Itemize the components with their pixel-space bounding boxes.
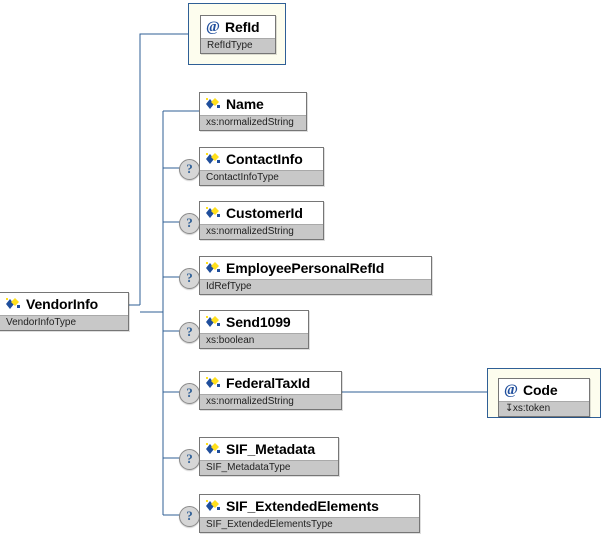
node-title: FederalTaxId (200, 372, 341, 394)
node-vendorinfo[interactable]: VendorInfo VendorInfoType (0, 292, 129, 331)
node-title: VendorInfo (0, 293, 128, 315)
node-label: RefId (224, 19, 260, 35)
node-type: RefIdType (201, 38, 275, 53)
node-title: SIF_ExtendedElements (200, 495, 419, 517)
node-label: Code (522, 382, 558, 398)
node-name[interactable]: Name xs:normalizedString (199, 92, 307, 131)
node-sif-metadata[interactable]: SIF_Metadata SIF_MetadataType (199, 437, 339, 476)
at-icon: @ (504, 382, 518, 398)
node-label: ContactInfo (226, 151, 303, 167)
element-icon (205, 152, 221, 166)
optional-badge-employeepersonalrefid: ? (179, 268, 200, 289)
attribute-frame-refid: @ RefId RefIdType (188, 3, 286, 65)
element-icon (205, 442, 221, 456)
node-title: SIF_Metadata (200, 438, 338, 460)
node-type: xs:normalizedString (200, 115, 306, 130)
node-label: EmployeePersonalRefId (226, 260, 385, 276)
node-employeepersonalrefid[interactable]: EmployeePersonalRefId IdRefType (199, 256, 432, 295)
element-icon (205, 376, 221, 390)
node-code[interactable]: @ Code ↧xs:token (498, 378, 590, 417)
node-refid[interactable]: @ RefId RefIdType (200, 15, 276, 54)
restriction-icon: ↧ (505, 403, 513, 414)
optional-badge-sif-metadata: ? (179, 449, 200, 470)
attribute-frame-code: @ Code ↧xs:token (487, 368, 601, 418)
node-type: VendorInfoType (0, 315, 128, 330)
element-icon (5, 297, 21, 311)
node-type: IdRefType (200, 279, 431, 294)
node-title: EmployeePersonalRefId (200, 257, 431, 279)
node-title: @ Code (499, 379, 589, 401)
node-type: xs:boolean (200, 333, 308, 348)
node-label: FederalTaxId (226, 375, 311, 391)
element-icon (205, 206, 221, 220)
node-type: SIF_ExtendedElementsType (200, 517, 419, 532)
element-icon (205, 315, 221, 329)
node-title: Name (200, 93, 306, 115)
element-icon (205, 261, 221, 275)
node-type: xs:normalizedString (200, 224, 323, 239)
node-title: @ RefId (201, 16, 275, 38)
node-type-text: xs:token (512, 403, 551, 414)
optional-badge-federaltaxid: ? (179, 383, 200, 404)
node-type: ↧xs:token (499, 401, 589, 416)
node-federaltaxid[interactable]: FederalTaxId xs:normalizedString (199, 371, 342, 410)
node-label: VendorInfo (26, 296, 99, 312)
node-sif-extendedelements[interactable]: SIF_ExtendedElements SIF_ExtendedElement… (199, 494, 420, 533)
node-label: CustomerId (226, 205, 303, 221)
node-send1099[interactable]: Send1099 xs:boolean (199, 310, 309, 349)
node-title: Send1099 (200, 311, 308, 333)
optional-badge-sif-extendedelements: ? (179, 506, 200, 527)
node-type: SIF_MetadataType (200, 460, 338, 475)
optional-badge-contactinfo: ? (179, 159, 200, 180)
node-label: Name (226, 96, 264, 112)
node-title: ContactInfo (200, 148, 323, 170)
node-contactinfo[interactable]: ContactInfo ContactInfoType (199, 147, 324, 186)
node-label: SIF_ExtendedElements (226, 498, 379, 514)
node-type: ContactInfoType (200, 170, 323, 185)
node-title: CustomerId (200, 202, 323, 224)
optional-badge-customerid: ? (179, 213, 200, 234)
optional-badge-send1099: ? (179, 322, 200, 343)
node-type: xs:normalizedString (200, 394, 341, 409)
node-label: Send1099 (226, 314, 291, 330)
node-label: SIF_Metadata (226, 441, 316, 457)
at-icon: @ (206, 19, 220, 35)
node-customerid[interactable]: CustomerId xs:normalizedString (199, 201, 324, 240)
element-icon (205, 499, 221, 513)
element-icon (205, 97, 221, 111)
